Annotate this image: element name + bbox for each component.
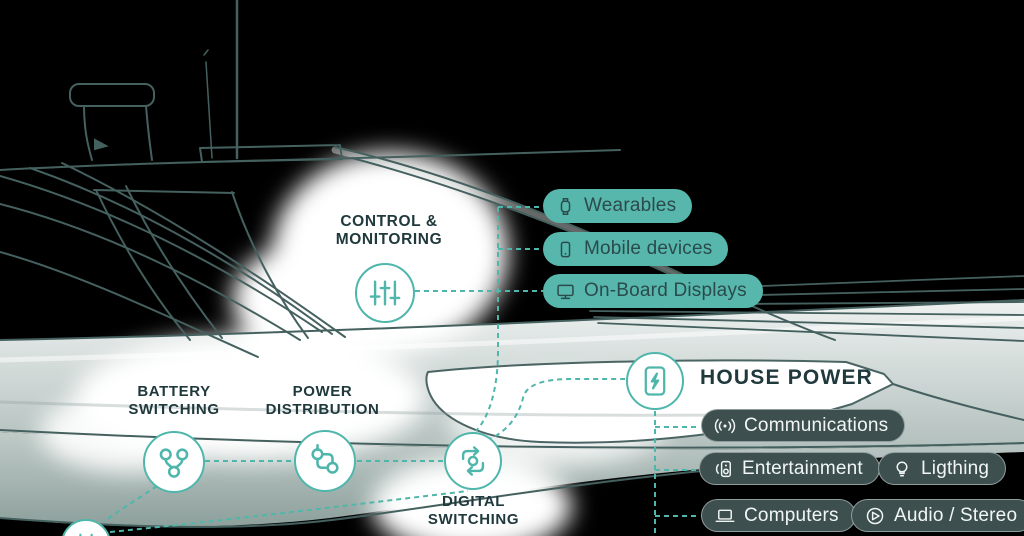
pill-label: Mobile devices — [584, 238, 713, 259]
pill-computers: Computers — [701, 499, 856, 532]
control-monitoring-node — [355, 263, 415, 323]
battery-switching-label: BATTERY SWITCHING — [128, 383, 220, 418]
pill-wearables: Wearables — [543, 189, 693, 223]
pill-entertainment: Entertainment — [699, 452, 880, 485]
broadcast-icon — [714, 418, 736, 433]
digital-switching-label: DIGITAL SWITCHING — [427, 493, 520, 528]
branch-nodes-icon — [159, 448, 189, 478]
control-monitoring-label: CONTROL & MONITORING — [335, 213, 443, 248]
monitor-icon — [557, 284, 574, 299]
digital-switching-node — [444, 432, 502, 490]
play-circle-icon — [866, 507, 884, 524]
pill-ligthing: Ligthing — [878, 452, 1007, 485]
power-distribution-label: POWER DISTRIBUTION — [265, 383, 380, 418]
pill-mobile-devices: Mobile devices — [543, 232, 729, 266]
pill-communications: Communications — [701, 409, 906, 442]
battery-switching-node — [143, 431, 205, 493]
speaker-icon — [715, 460, 731, 477]
smartphone-icon — [560, 241, 571, 257]
pill-label: Communications — [744, 414, 889, 436]
pill-audio-stereo: Audio / Stereo — [851, 499, 1024, 532]
battery-charge-icon — [644, 366, 666, 396]
pill-label: Ligthing — [921, 457, 990, 479]
pill-label: Audio / Stereo — [894, 504, 1018, 526]
house-power-label: HOUSE POWER — [700, 366, 874, 389]
lightbulb-icon — [896, 460, 908, 477]
house-power-node — [626, 352, 684, 410]
battery-bank-icon — [79, 533, 93, 536]
pill-onboard-displays: On-Board Displays — [543, 274, 763, 308]
power-distribution-node — [294, 430, 356, 492]
pill-label: Computers — [744, 504, 839, 526]
laptop-icon — [715, 509, 735, 522]
pill-label: Entertainment — [742, 457, 863, 479]
cycle-arrows-icon — [461, 446, 485, 476]
connector-lines — [103, 206, 700, 536]
pill-label: On-Board Displays — [584, 280, 747, 301]
smartwatch-icon — [560, 197, 571, 215]
pill-label: Wearables — [584, 195, 677, 216]
circuit-nodes-icon — [311, 443, 339, 474]
sliders-icon — [369, 280, 401, 306]
